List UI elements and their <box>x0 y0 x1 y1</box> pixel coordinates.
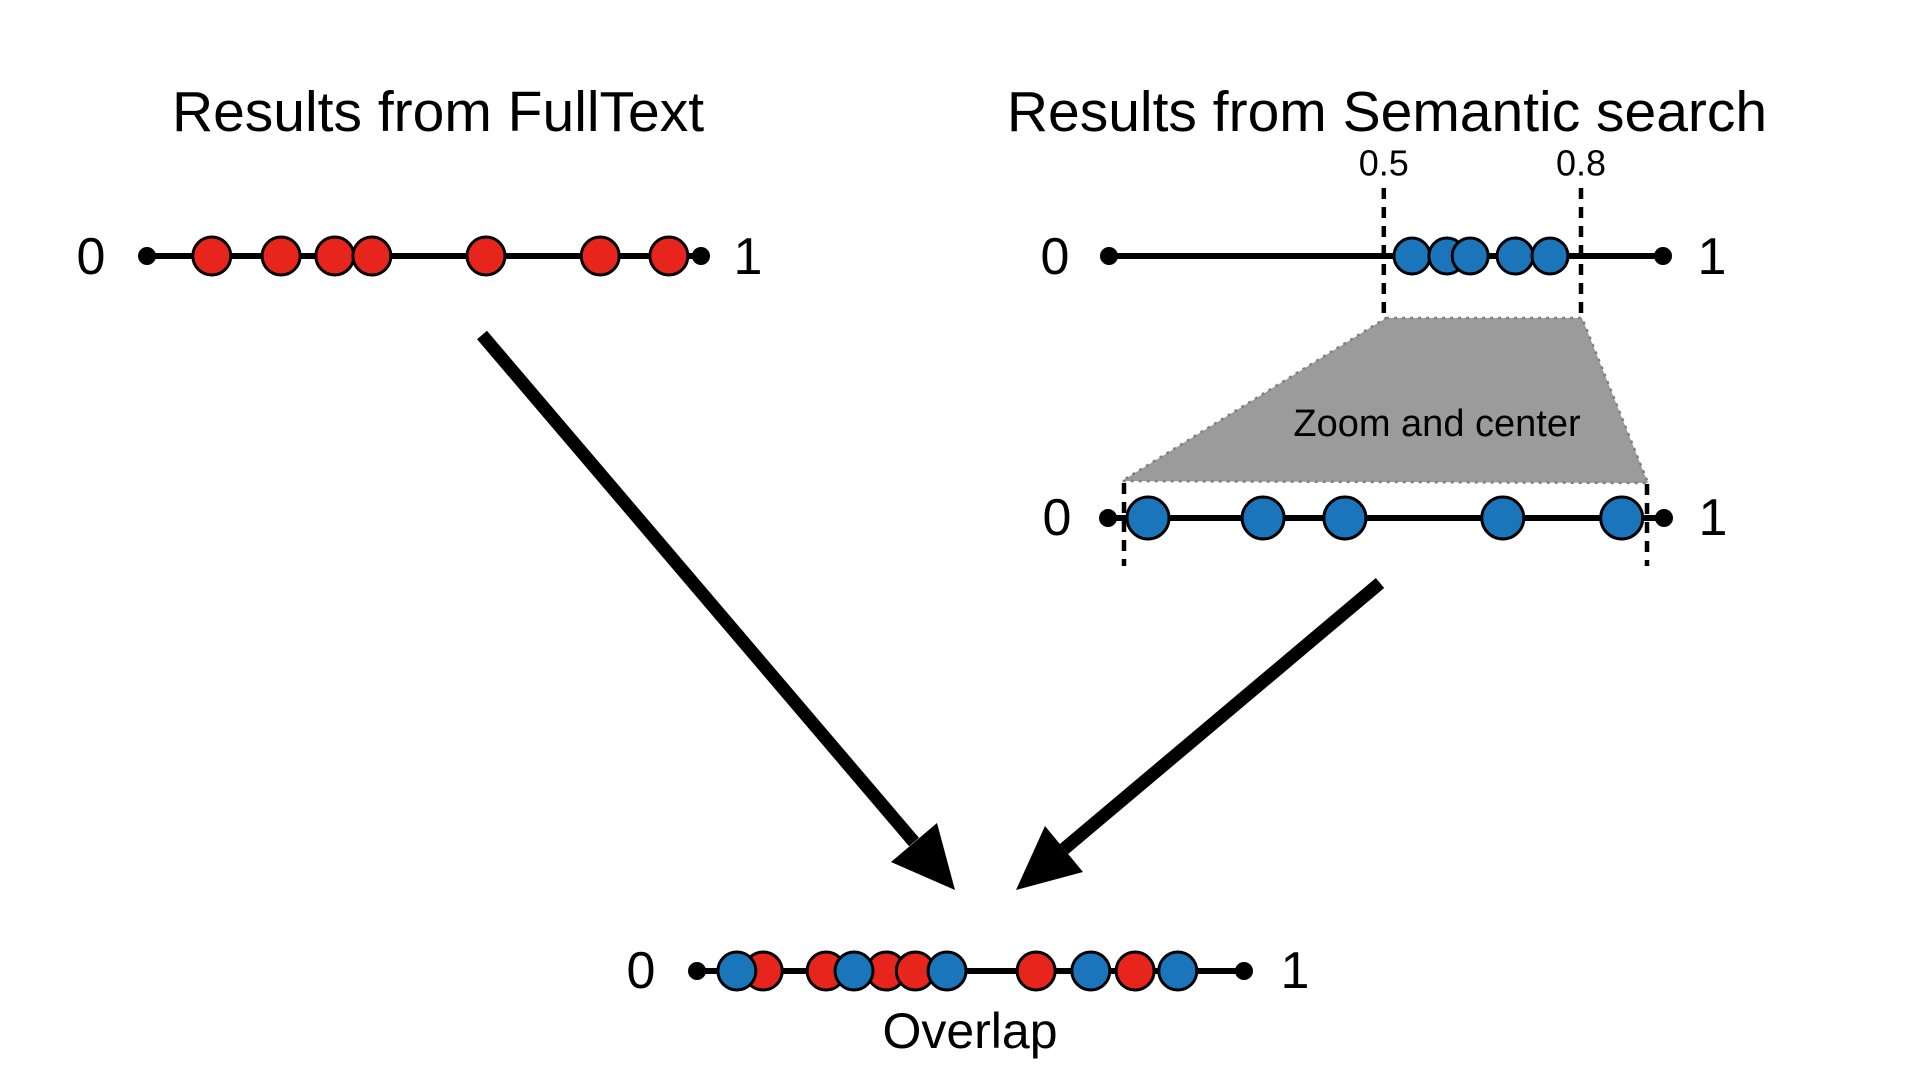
zoomed-endpoint-left <box>1099 509 1117 527</box>
threshold-08-label: 0.8 <box>1556 143 1606 184</box>
semantic-merge-arrowhead <box>1016 826 1083 890</box>
overlap-numberline: 0 1 Overlap <box>627 942 1310 1059</box>
semantic-dot-blue <box>1530 236 1570 276</box>
fulltext-merge-arrowhead <box>891 823 955 890</box>
semantic-endpoint-right <box>1654 247 1672 265</box>
fulltext-endpoint-right <box>692 247 710 265</box>
zoom-and-center-label: Zoom and center <box>1293 403 1581 445</box>
semantic-result-dots <box>1392 236 1570 276</box>
fulltext-zero-label: 0 <box>77 228 106 286</box>
semantic-merge-arrow-shaft <box>1059 578 1385 854</box>
zoom-trapezoid-shape <box>1117 316 1650 485</box>
fulltext-endpoint-left <box>138 247 156 265</box>
zoomed-dot-blue <box>1322 495 1368 541</box>
semantic-merge-arrow <box>1016 578 1385 890</box>
fulltext-one-label: 1 <box>734 228 763 286</box>
zoomed-endpoint-right <box>1655 509 1673 527</box>
zoom-trapezoid: Zoom and center <box>1117 316 1650 485</box>
overlap-zero-label: 0 <box>627 942 656 1000</box>
overlap-dot-red <box>1114 950 1156 992</box>
semantic-numberline: 0.5 0.8 0 1 <box>1041 143 1727 318</box>
fulltext-dot-red <box>191 235 233 277</box>
overlap-dot-blue <box>1157 950 1199 992</box>
fulltext-numberline: 0 1 <box>77 228 763 286</box>
overlap-dot-blue <box>833 950 875 992</box>
fulltext-dot-red <box>260 235 302 277</box>
fulltext-dot-red <box>351 235 393 277</box>
semantic-one-label: 1 <box>1698 228 1727 286</box>
overlap-result-dots <box>716 950 1199 992</box>
fulltext-dot-red <box>465 235 507 277</box>
zoomed-dot-blue <box>1240 495 1286 541</box>
overlap-dot-blue <box>1070 950 1112 992</box>
overlap-endpoint-right <box>1235 962 1253 980</box>
semantic-dot-blue <box>1392 236 1432 276</box>
semantic-endpoint-left <box>1100 247 1118 265</box>
overlap-caption: Overlap <box>882 1003 1057 1059</box>
fulltext-dot-red <box>314 235 356 277</box>
semantic-title: Results from Semantic search <box>1007 80 1767 144</box>
fulltext-result-dots <box>191 235 690 277</box>
fulltext-title: Results from FullText <box>172 80 704 144</box>
fulltext-dot-red <box>579 235 621 277</box>
semantic-dot-blue <box>1495 236 1535 276</box>
overlap-one-label: 1 <box>1281 942 1310 1000</box>
overlap-dot-blue <box>716 950 758 992</box>
zoomed-result-dots <box>1125 495 1645 541</box>
semantic-dot-blue <box>1450 236 1490 276</box>
threshold-05-label: 0.5 <box>1359 143 1409 184</box>
zoomed-dot-blue <box>1480 495 1526 541</box>
zoomed-one-label: 1 <box>1699 489 1728 547</box>
zoomed-dot-blue <box>1125 495 1171 541</box>
zoomed-dot-blue <box>1599 495 1645 541</box>
fulltext-dot-red <box>648 235 690 277</box>
zoomed-zero-label: 0 <box>1043 489 1072 547</box>
semantic-zero-label: 0 <box>1041 228 1070 286</box>
overlap-dot-red <box>1015 950 1057 992</box>
fulltext-merge-arrow <box>477 330 955 890</box>
fulltext-merge-arrow-shaft <box>477 330 919 847</box>
overlap-endpoint-left <box>688 962 706 980</box>
zoomed-numberline: 0 1 <box>1043 483 1728 566</box>
overlap-dot-blue <box>926 950 968 992</box>
